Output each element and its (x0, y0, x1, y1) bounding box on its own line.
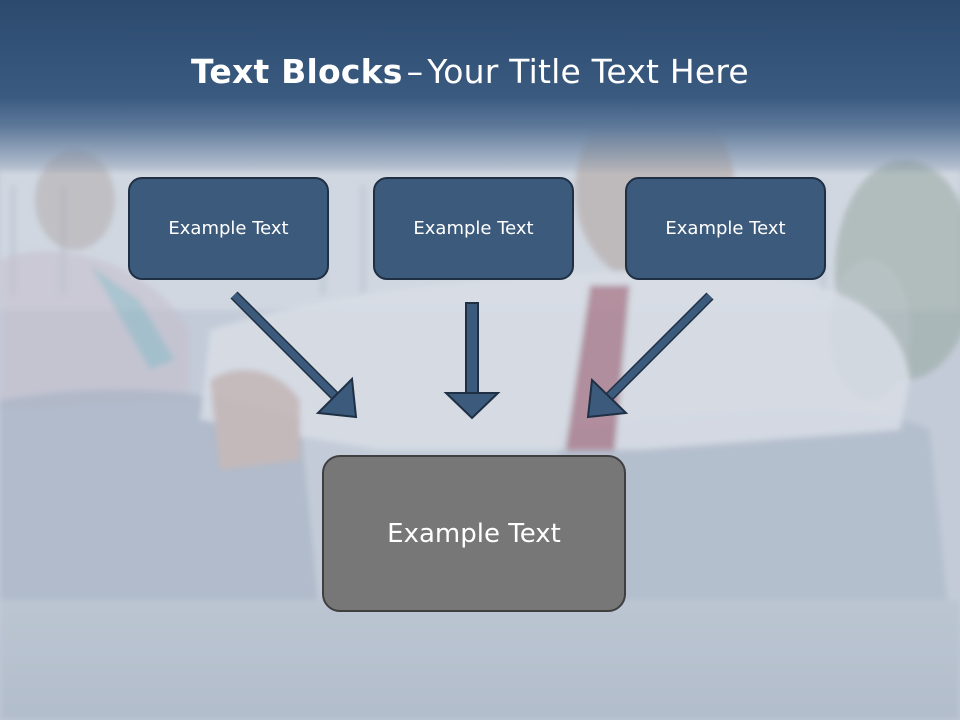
title-subtitle: Your Title Text Here (427, 52, 749, 91)
text-block-right[interactable]: Example Text (625, 177, 826, 280)
text-block-center-label: Example Text (413, 218, 534, 239)
title-dash: – (406, 52, 424, 91)
text-block-left[interactable]: Example Text (128, 177, 329, 280)
result-block[interactable]: Example Text (322, 455, 626, 612)
text-block-center[interactable]: Example Text (373, 177, 574, 280)
text-block-right-label: Example Text (665, 218, 786, 239)
text-block-left-label: Example Text (168, 218, 289, 239)
title-bold: Text Blocks (191, 52, 403, 91)
result-block-label: Example Text (387, 518, 561, 549)
title-band (0, 0, 960, 175)
slide-title: Text Blocks–Your Title Text Here (0, 52, 940, 91)
